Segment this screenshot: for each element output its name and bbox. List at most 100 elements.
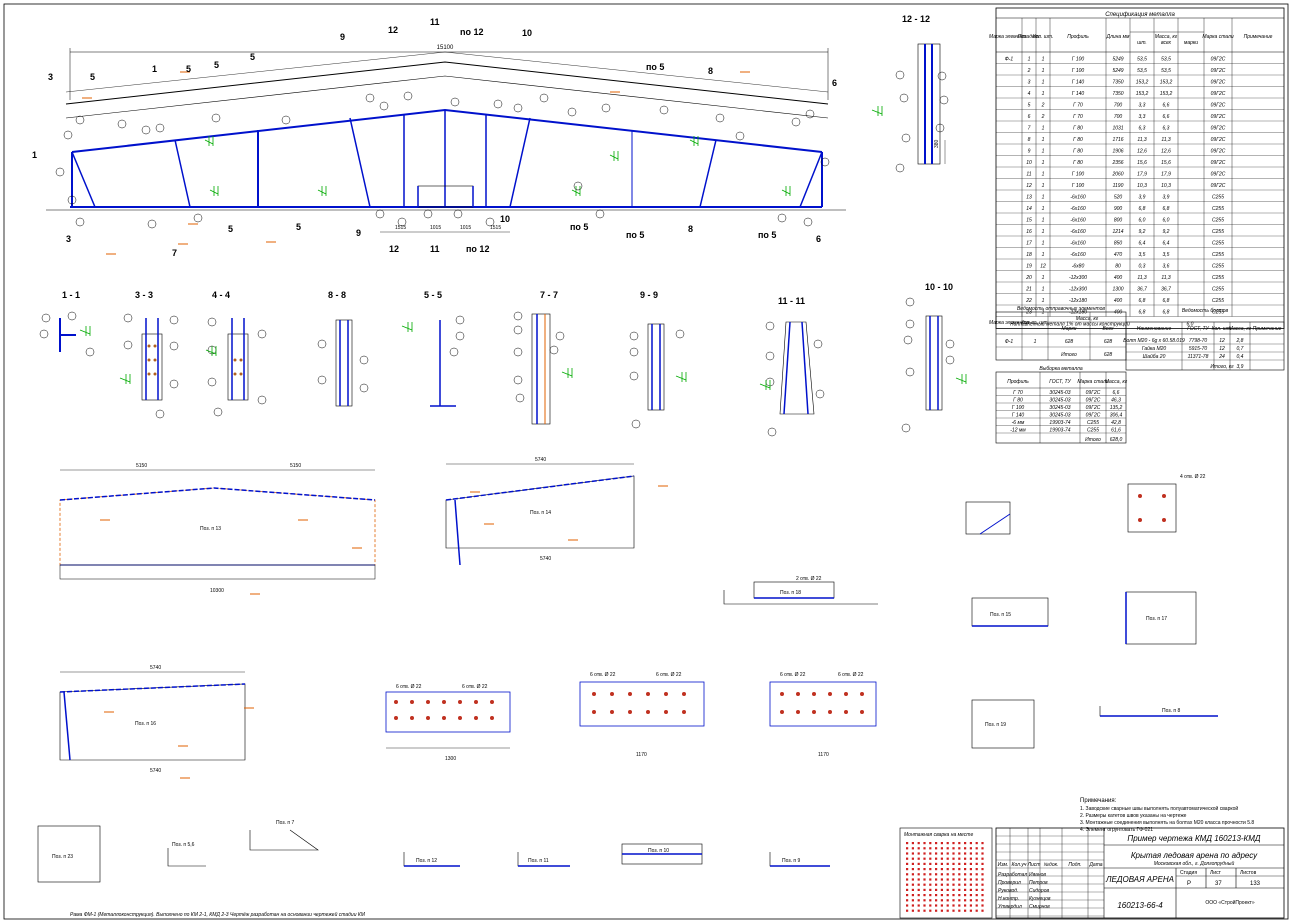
- weld-dot: [975, 894, 978, 897]
- weld-dot: [981, 842, 984, 845]
- section-flags: [100, 485, 668, 779]
- sheet-border: [3, 3, 1289, 920]
- note-line-3: 3. Монтажные соединения выполнять на бол…: [1080, 820, 1254, 826]
- spec-cell: 09Г2С: [1211, 137, 1226, 143]
- spec-cell: 6: [1028, 114, 1031, 120]
- weld-dot: [981, 857, 984, 860]
- weld-dot: [946, 909, 949, 912]
- weld-dot: [981, 899, 984, 902]
- weld-dot: [964, 852, 967, 855]
- svg-text:8: 8: [708, 66, 713, 76]
- weld-dot: [952, 888, 955, 891]
- svg-text:1515: 1515: [395, 225, 406, 231]
- ship-cell: 628: [1104, 339, 1113, 345]
- weld-dot: [969, 909, 972, 912]
- spec-cell: -6х160: [1070, 252, 1086, 258]
- weld-dot: [969, 904, 972, 907]
- spec-cell: Г 70: [1073, 114, 1083, 120]
- spec-cell: 22: [1025, 298, 1032, 304]
- spec-cell: 1: [1042, 57, 1045, 63]
- weld-dot: [969, 894, 972, 897]
- spec-cell: 3,5: [1139, 252, 1146, 258]
- weld-dot: [906, 899, 909, 902]
- svg-text:Поз. п 18: Поз. п 18: [780, 590, 801, 596]
- weld-dot: [975, 868, 978, 871]
- profile-cell: Г 140: [1012, 413, 1025, 419]
- svg-text:по 5: по 5: [570, 222, 588, 232]
- spec-cell: -6х160: [1070, 229, 1086, 235]
- spec-cell: 2: [1041, 114, 1045, 120]
- weld-dot: [964, 878, 967, 881]
- weld-dot: [935, 852, 938, 855]
- section-title-3-3: 3 - 3: [135, 290, 153, 300]
- tb-role-3: Н.контр.: [998, 896, 1019, 902]
- weld-dot: [935, 857, 938, 860]
- spec-cell: 1: [1042, 252, 1045, 258]
- svg-text:5740: 5740: [540, 556, 551, 562]
- weld-dot: [929, 899, 932, 902]
- svg-text:Поз. п 10: Поз. п 10: [648, 848, 669, 854]
- tb-header-5: Дата: [1088, 862, 1102, 868]
- weld-dot: [917, 862, 920, 865]
- svg-text:8: 8: [688, 224, 693, 234]
- spec-cell: 16: [1026, 229, 1032, 235]
- bolt-cell: 24: [1218, 354, 1225, 360]
- weld-dot: [923, 894, 926, 897]
- spec-header-1: Поз. дет.: [1018, 34, 1040, 40]
- weld-dot: [935, 883, 938, 886]
- spec-cell: 09Г2С: [1211, 172, 1226, 178]
- svg-text:по 12: по 12: [466, 244, 489, 254]
- weld-dot: [911, 894, 914, 897]
- profile-total-value: 628,0: [1110, 437, 1123, 443]
- spec-cell: 2: [1027, 68, 1031, 74]
- weld-dot: [958, 862, 961, 865]
- weld-dot: [935, 873, 938, 876]
- weld-dot: [935, 868, 938, 871]
- spec-cell: 09Г2С: [1211, 183, 1226, 189]
- spec-title: Спецификация металла: [1105, 12, 1175, 18]
- ship-header-1: Кол-во, шт.: [1021, 320, 1049, 326]
- weld-dot: [964, 857, 967, 860]
- svg-text:5740: 5740: [150, 665, 161, 671]
- spec-cell: С255: [1212, 310, 1224, 316]
- ship-title: Ведомость отправочных элементов: [1017, 306, 1105, 312]
- weld-dot: [917, 909, 920, 912]
- spec-cell: С255: [1212, 241, 1224, 247]
- spec-cell: С255: [1212, 195, 1224, 201]
- weld-dot: [958, 842, 961, 845]
- section-title-5-5: 5 - 5: [424, 290, 442, 300]
- spec-cell: 6,0: [1139, 218, 1146, 224]
- svg-text:Поз. п 16: Поз. п 16: [135, 721, 156, 727]
- weld-dot: [906, 857, 909, 860]
- spec-cell: 1: [1042, 80, 1045, 86]
- svg-text:5: 5: [214, 60, 219, 70]
- weld-dot: [940, 888, 943, 891]
- svg-text:2 отв. Ø 22: 2 отв. Ø 22: [796, 576, 822, 582]
- weld-dot: [981, 904, 984, 907]
- spec-cell: 1: [1042, 195, 1045, 201]
- svg-text:Поз. п 11: Поз. п 11: [528, 858, 549, 864]
- weld-dot: [981, 862, 984, 865]
- weld-dot: [906, 909, 909, 912]
- spec-cell: 10: [1026, 160, 1032, 166]
- weld-dot: [964, 873, 967, 876]
- weld-dot: [964, 909, 967, 912]
- weld-dot: [952, 909, 955, 912]
- spec-cell: 6,8: [1139, 310, 1146, 316]
- svg-text:1170: 1170: [818, 752, 829, 758]
- tb-name-2: Сидоров: [1029, 888, 1049, 894]
- weld-dot: [940, 873, 943, 876]
- weld-dot: [917, 873, 920, 876]
- svg-text:по 5: по 5: [646, 62, 664, 72]
- spec-cell: 470: [1114, 252, 1123, 258]
- svg-text:Поз. п 12: Поз. п 12: [416, 858, 437, 864]
- section-title-7-7: 7 - 7: [540, 290, 558, 300]
- weld-dot: [940, 847, 943, 850]
- spec-cell: 4: [1028, 91, 1031, 97]
- weld-dot: [929, 883, 932, 886]
- spec-mass-sub-1: всех: [1161, 40, 1172, 46]
- spec-cell: 09Г2С: [1211, 91, 1226, 97]
- weld-dot: [923, 862, 926, 865]
- weld-dot: [911, 857, 914, 860]
- tb-code: 160213-66-4: [1117, 901, 1163, 910]
